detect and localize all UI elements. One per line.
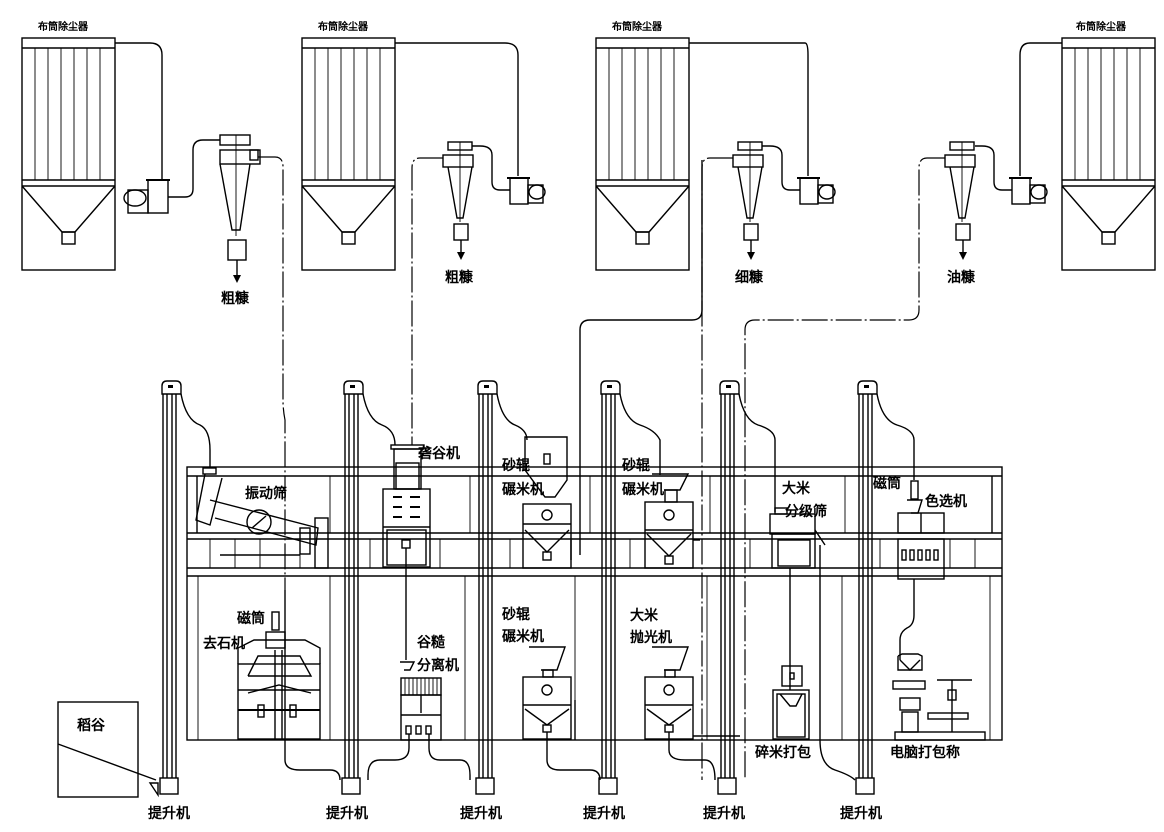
cyclone-output-label: 油糠 bbox=[947, 269, 976, 286]
dust-collector-2: 布筒除尘器 bbox=[301, 20, 396, 271]
broken-rice-packing-label: 碎米打包 bbox=[755, 744, 811, 761]
mill-label-line1: 砂辊 bbox=[621, 457, 650, 474]
elevator-3: 提升机 bbox=[460, 380, 528, 822]
cyclone-output-label: 粗糠 bbox=[445, 269, 474, 286]
computer-packing-scale: 电脑打包称 bbox=[890, 653, 986, 761]
dust-collector-4: 布筒除尘器 bbox=[1061, 20, 1156, 271]
mill-label-line1: 砂辊 bbox=[501, 457, 530, 474]
building-frame bbox=[186, 466, 1003, 741]
cyclone-3: 细糠 bbox=[701, 141, 764, 780]
elevator-4: 提升机 bbox=[583, 380, 661, 822]
paddy-separator: 谷糙 分离机 bbox=[367, 634, 471, 780]
elevator-label: 提升机 bbox=[703, 805, 745, 822]
packing-scale-label: 电脑打包称 bbox=[890, 744, 960, 761]
cyclone-2: 粗糠 bbox=[411, 141, 474, 445]
elevator-2: 提升机 bbox=[326, 380, 396, 822]
rice-grader: 大米 分级筛 bbox=[769, 480, 827, 664]
fan-1 bbox=[115, 42, 220, 214]
rice-polisher: 大米 抛光机 bbox=[630, 607, 716, 781]
paddy-bin-label: 稻谷 bbox=[77, 717, 106, 734]
fan-2 bbox=[395, 42, 546, 205]
cyclone-output-label: 细糠 bbox=[735, 269, 764, 286]
destoner: 磁筒 去石机 bbox=[203, 610, 321, 740]
dust-collector-label: 布筒除尘器 bbox=[1076, 20, 1127, 33]
fan-4 bbox=[975, 42, 1062, 205]
magnet-tube-label: 磁筒 bbox=[873, 475, 901, 492]
elevator-1: 提升机 bbox=[148, 380, 211, 822]
grader-label-line1: 大米 bbox=[782, 480, 811, 497]
mill-label-line1: 砂辊 bbox=[501, 606, 530, 623]
cyclone-4: 油糠 bbox=[744, 141, 976, 780]
polisher-label-line1: 大米 bbox=[630, 607, 659, 624]
elevator-6: 提升机 bbox=[840, 380, 915, 822]
sand-roller-mill-2: 砂辊 碾米机 bbox=[621, 457, 694, 569]
cyclone-1: 粗糠 bbox=[219, 134, 286, 590]
elevator-5: 提升机 bbox=[703, 380, 776, 822]
elevator-label: 提升机 bbox=[326, 805, 368, 822]
dust-collector-label: 布筒除尘器 bbox=[612, 20, 663, 33]
color-sorter-label: 色选机 bbox=[925, 493, 967, 510]
sand-roller-mill-1: 砂辊 碾米机 bbox=[501, 436, 572, 569]
dust-collector-label: 布筒除尘器 bbox=[318, 20, 369, 33]
color-sorter: 磁筒 色选机 bbox=[873, 475, 967, 660]
elevator-label: 提升机 bbox=[840, 805, 882, 822]
elevator-label: 提升机 bbox=[460, 805, 502, 822]
mill-label-line2: 碾米机 bbox=[502, 628, 544, 645]
mill-label-line2: 碾米机 bbox=[502, 481, 544, 498]
husker-label: 砻谷机 bbox=[417, 445, 460, 462]
vibrating-screen-label: 振动筛 bbox=[245, 485, 287, 502]
polisher-label-line2: 抛光机 bbox=[630, 629, 672, 646]
dust-collector-1: 布筒除尘器 bbox=[21, 20, 116, 271]
sand-roller-mill-3: 砂辊 碾米机 bbox=[501, 606, 601, 781]
fan-3 bbox=[689, 42, 836, 205]
grader-label-line2: 分级筛 bbox=[785, 503, 827, 520]
mill-label-line2: 碾米机 bbox=[622, 481, 664, 498]
broken-rice-packer: 碎米打包 bbox=[755, 665, 811, 761]
dust-collector-label: 布筒除尘器 bbox=[38, 20, 89, 33]
magnet-tube-label: 磁筒 bbox=[237, 610, 265, 627]
husker: 砻谷机 bbox=[382, 444, 460, 660]
paddy-bin: 稻谷 bbox=[57, 701, 159, 798]
elevator-label: 提升机 bbox=[583, 805, 625, 822]
separator-label-line1: 谷糙 bbox=[417, 634, 445, 651]
destoner-label: 去石机 bbox=[203, 635, 245, 652]
cyclone-output-label: 粗糠 bbox=[221, 290, 250, 307]
dust-collector-3: 布筒除尘器 bbox=[595, 20, 690, 271]
separator-label-line2: 分离机 bbox=[417, 657, 459, 674]
vibrating-screen: 振动筛 bbox=[195, 467, 329, 569]
elevator-label: 提升机 bbox=[148, 805, 190, 822]
